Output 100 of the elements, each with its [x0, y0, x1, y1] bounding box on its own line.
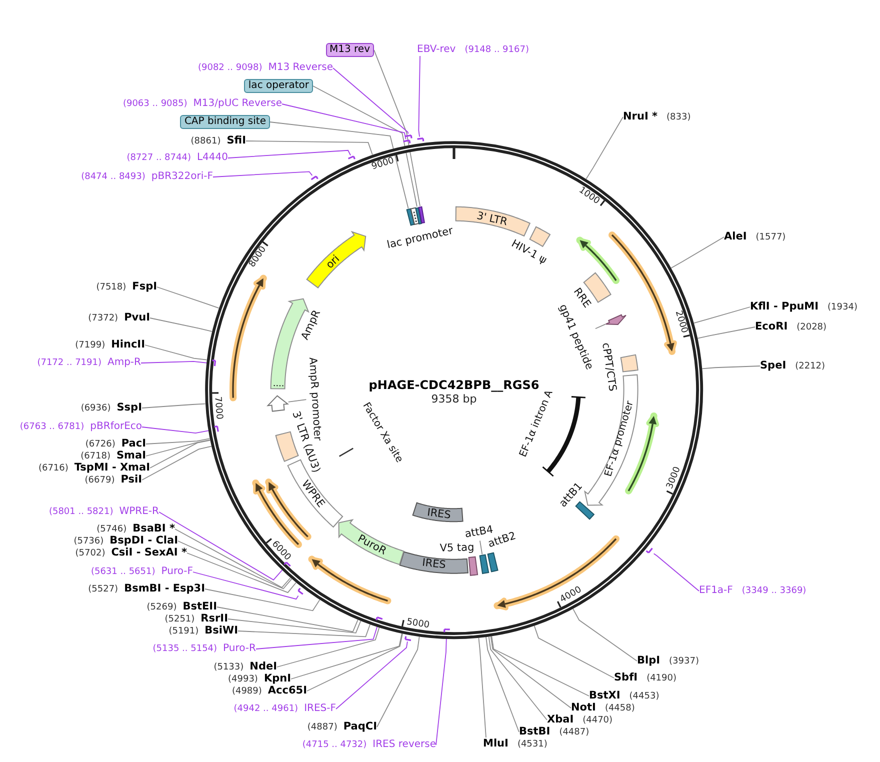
- tick-label: 4000: [558, 585, 584, 606]
- feature-label: V5 tag: [440, 542, 475, 555]
- cut-position: (7199): [75, 340, 106, 352]
- leader-line: [142, 446, 212, 480]
- enzyme-name: PsiI: [120, 474, 142, 486]
- primer-position: (7172 .. 7191): [37, 357, 102, 369]
- leader-line: [192, 572, 299, 600]
- feature-box: [468, 556, 479, 576]
- primer-position: (9148 .. 9167): [464, 44, 529, 56]
- primer-name: WPRE-R: [119, 506, 159, 518]
- enzyme-name: BsiWI: [204, 624, 238, 636]
- enzyme-name: SspI: [116, 402, 142, 414]
- feature-block: [266, 394, 288, 412]
- leader-line: [336, 641, 408, 710]
- leader-line: [490, 636, 572, 708]
- cut-position: (4887): [307, 722, 338, 734]
- primer-name: Amp-R: [108, 357, 141, 369]
- feature-box: [487, 552, 499, 573]
- enzyme-name: BsaBI *: [132, 522, 175, 534]
- leader-line: [212, 171, 313, 178]
- enzyme-name: BstEII: [182, 600, 217, 612]
- leader-line: [246, 140, 373, 156]
- tick-label: 7000: [212, 396, 224, 420]
- leader-line: [142, 403, 206, 408]
- feature-block: [338, 519, 404, 566]
- leader-line: [144, 344, 208, 360]
- tick-label: 2000: [672, 310, 689, 334]
- primer-position: (5801 .. 5821): [48, 506, 114, 518]
- cut-position: (4458): [604, 702, 635, 714]
- cut-position: (4989): [232, 686, 262, 698]
- enzyme-name: FspI: [132, 280, 157, 292]
- leader-line: [670, 236, 724, 268]
- cut-position: (5191): [168, 626, 199, 638]
- leader-line: [228, 618, 362, 634]
- leader-line: [158, 512, 286, 580]
- leader-line: [693, 306, 750, 324]
- leader-line: [488, 636, 548, 720]
- leader-line: [204, 588, 320, 612]
- enzyme-name: KflI - PpuMI: [750, 300, 819, 312]
- enzyme-name: SpeI: [760, 360, 786, 372]
- sequence-length: 9358 bp: [431, 392, 477, 406]
- cut-position: (5702): [75, 548, 106, 560]
- leader-line: [480, 540, 483, 555]
- feature-label: IRES: [426, 506, 452, 521]
- enzyme-name: NdeI: [250, 660, 277, 672]
- primer-position: (9063 .. 9085): [122, 98, 188, 110]
- tick-label: 5000: [406, 617, 430, 630]
- primer-position: (9082 .. 9098): [198, 62, 262, 74]
- feature-label: ori: [324, 253, 342, 272]
- enzyme-name: EcoRI: [755, 320, 788, 332]
- cut-position: (7372): [88, 312, 118, 324]
- leader-line: [332, 68, 409, 134]
- leader-line: [376, 636, 420, 728]
- feature-box: [478, 554, 489, 575]
- cut-position: (5251): [164, 614, 195, 626]
- cut-position: (8861): [190, 136, 221, 148]
- enzyme-name: SmaI: [116, 450, 146, 462]
- plasmid-name: pHAGE-CDC42BPB__RGS6: [368, 378, 540, 392]
- primer-name: EBV-rev: [417, 44, 456, 56]
- primer-name: M13/pUC Reverse: [193, 98, 282, 110]
- leader-line: [174, 528, 291, 588]
- leader-line: [282, 104, 406, 140]
- cut-position: (6679): [84, 474, 115, 486]
- cut-position: (5746): [96, 524, 127, 536]
- enzyme-name: CsiI - SexAI *: [111, 546, 187, 558]
- primer-name: pBRforEco: [90, 421, 142, 433]
- primer-name: Puro-R: [223, 643, 256, 655]
- feature-box: [620, 354, 639, 372]
- feature-box: [274, 430, 299, 462]
- leader-line: [146, 438, 210, 444]
- leader-line: [238, 624, 370, 638]
- feature-box: [412, 502, 464, 523]
- primer-mark: [402, 139, 411, 145]
- cut-position: (4993): [228, 674, 258, 686]
- feature-label: cPPT/CTS: [600, 342, 619, 392]
- primer-mark: [347, 155, 356, 161]
- primer-name: Puro-F: [161, 566, 193, 578]
- primer-mark: [212, 425, 219, 434]
- primer-position: (8727 .. 8744): [126, 152, 191, 164]
- cut-position: (5133): [214, 662, 244, 674]
- cut-position: (6716): [38, 462, 68, 474]
- leader-line: [374, 50, 420, 206]
- leader-line: [702, 366, 760, 370]
- feature-label: 3' LTR: [475, 210, 508, 228]
- primer-mark: [310, 175, 319, 182]
- leader-line: [697, 326, 756, 339]
- enzyme-name: BlpI: [637, 654, 660, 666]
- feature-tag: M13 rev: [326, 43, 374, 57]
- leader-line: [150, 318, 212, 332]
- enzyme-name: SfiI: [226, 134, 246, 146]
- leader-line: [491, 636, 590, 696]
- cut-position: (7518): [96, 282, 126, 294]
- cut-position: (1934): [828, 302, 858, 314]
- cut-position: (3937): [669, 656, 699, 668]
- cut-position: (4453): [629, 690, 660, 702]
- enzyme-name: TspMI - XmaI: [74, 462, 150, 474]
- leader-line: [478, 637, 486, 738]
- enzyme-name: PacI: [121, 438, 146, 450]
- leader-line: [486, 636, 520, 732]
- enzyme-name: BspDI - ClaI: [110, 534, 178, 546]
